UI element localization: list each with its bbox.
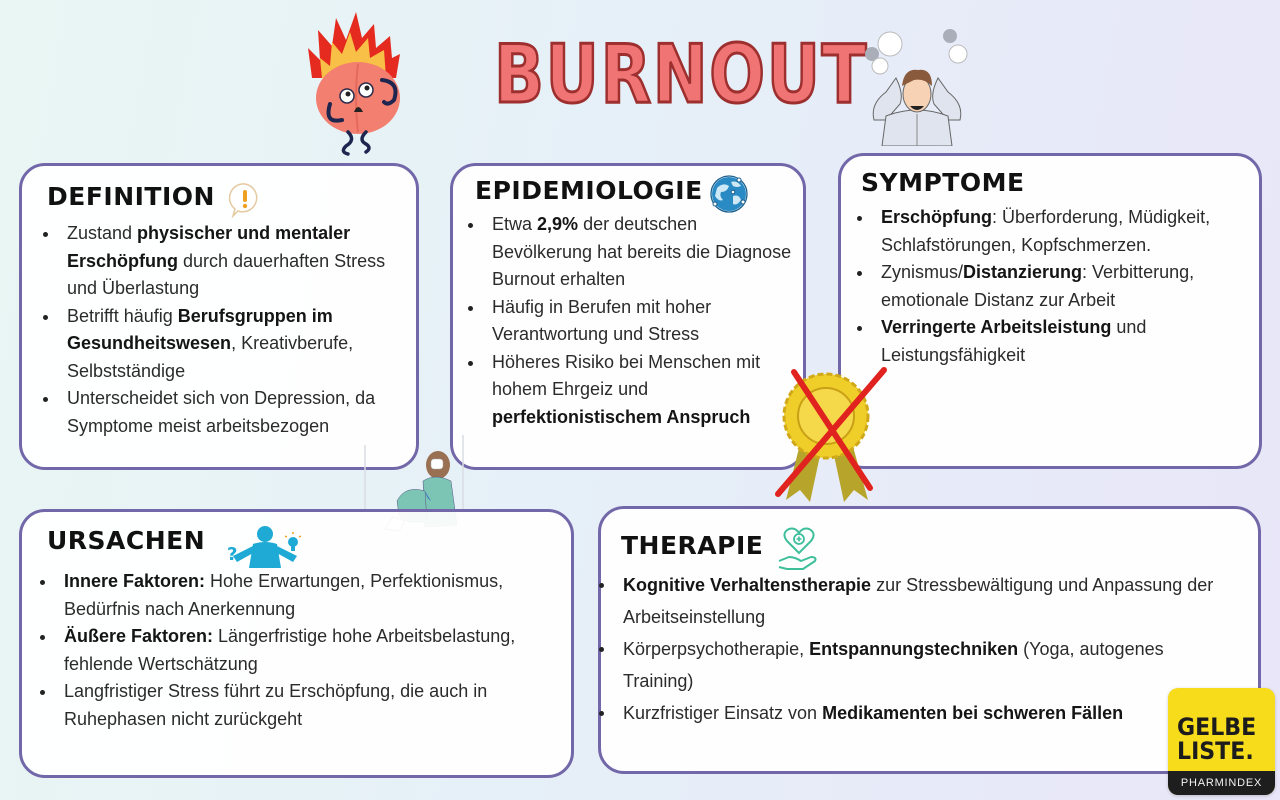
list-item: Kurzfristiger Einsatz von Medikamenten b…	[581, 697, 1221, 729]
symptome-card: SYMPTOME Erschöpfung: Überforderung, Müd…	[838, 153, 1262, 469]
heart-in-hand-icon	[778, 527, 817, 570]
list-item: Körperpsychotherapie, Entspannungstechni…	[581, 633, 1221, 697]
list-item: Zustand physischer und mentaler Erschöpf…	[25, 220, 415, 303]
therapie-title: THERAPIE	[621, 531, 764, 560]
list-item: Häufig in Berufen mit hoher Verantwortun…	[450, 294, 800, 349]
logo-line1: GELBE	[1177, 713, 1257, 741]
ursachen-title: URSACHEN	[47, 526, 206, 555]
burning-brain-illustration	[308, 12, 400, 156]
epidemiologie-list: Etwa 2,9% der deutschen Bevölkerung hat …	[450, 211, 800, 431]
globe-network-icon	[710, 175, 748, 213]
svg-text:?: ?	[227, 544, 237, 565]
therapie-list: Kognitive Verhaltenstherapie zur Stressb…	[581, 569, 1221, 729]
therapie-card: THERAPIE Kognitive Verhaltenstherapie zu…	[598, 506, 1261, 774]
ursachen-card: URSACHEN ? Innere Faktoren: Hohe Erwartu…	[19, 509, 574, 778]
exclamation-speech-bubble-icon	[228, 183, 258, 219]
list-item: Langfristiger Stress führt zu Erschöpfun…	[22, 678, 567, 733]
epidemiologie-card: EPIDEMIOLOGIE Etwa 2,9% der deutschen Be…	[450, 163, 806, 470]
logo-subline: PHARMINDEX	[1168, 771, 1275, 795]
definition-title: DEFINITION	[47, 182, 215, 211]
definition-card: DEFINITION Zustand physischer und mental…	[19, 163, 419, 470]
epidemiologie-title: EPIDEMIOLOGIE	[475, 176, 703, 205]
page-title: BURNOUT	[493, 28, 868, 121]
list-item: Verringerte Arbeitsleistung und Leistung…	[839, 314, 1259, 369]
symptome-list: Erschöpfung: Überforderung, Müdigkeit, S…	[839, 204, 1259, 369]
list-item: Etwa 2,9% der deutschen Bevölkerung hat …	[450, 211, 800, 294]
list-item: Innere Faktoren: Hohe Erwartungen, Perfe…	[22, 568, 567, 623]
list-item: Kognitive Verhaltenstherapie zur Stressb…	[581, 569, 1221, 633]
ursachen-list: Innere Faktoren: Hohe Erwartungen, Perfe…	[22, 568, 567, 733]
stressed-man-illustration	[865, 29, 968, 146]
symptome-title: SYMPTOME	[861, 168, 1025, 197]
gelbe-liste-logo[interactable]: GELBE LISTE. PHARMINDEX	[1168, 688, 1275, 795]
definition-list: Zustand physischer und mentaler Erschöpf…	[25, 220, 415, 440]
list-item: Äußere Faktoren: Längerfristige hohe Arb…	[22, 623, 567, 678]
logo-line2: LISTE.	[1177, 737, 1254, 765]
list-item: Betrifft häufig Berufsgruppen im Gesundh…	[25, 303, 415, 386]
list-item: Erschöpfung: Überforderung, Müdigkeit, S…	[839, 204, 1259, 259]
list-item: Höheres Risiko bei Menschen mit hohem Eh…	[450, 349, 800, 432]
list-item: Unterscheidet sich von Depression, da Sy…	[25, 385, 415, 440]
list-item: Zynismus/Distanzierung: Verbitterung, em…	[839, 259, 1259, 314]
crossed-out-medal-illustration	[775, 367, 887, 502]
person-question-idea-icon: ?	[227, 526, 302, 568]
